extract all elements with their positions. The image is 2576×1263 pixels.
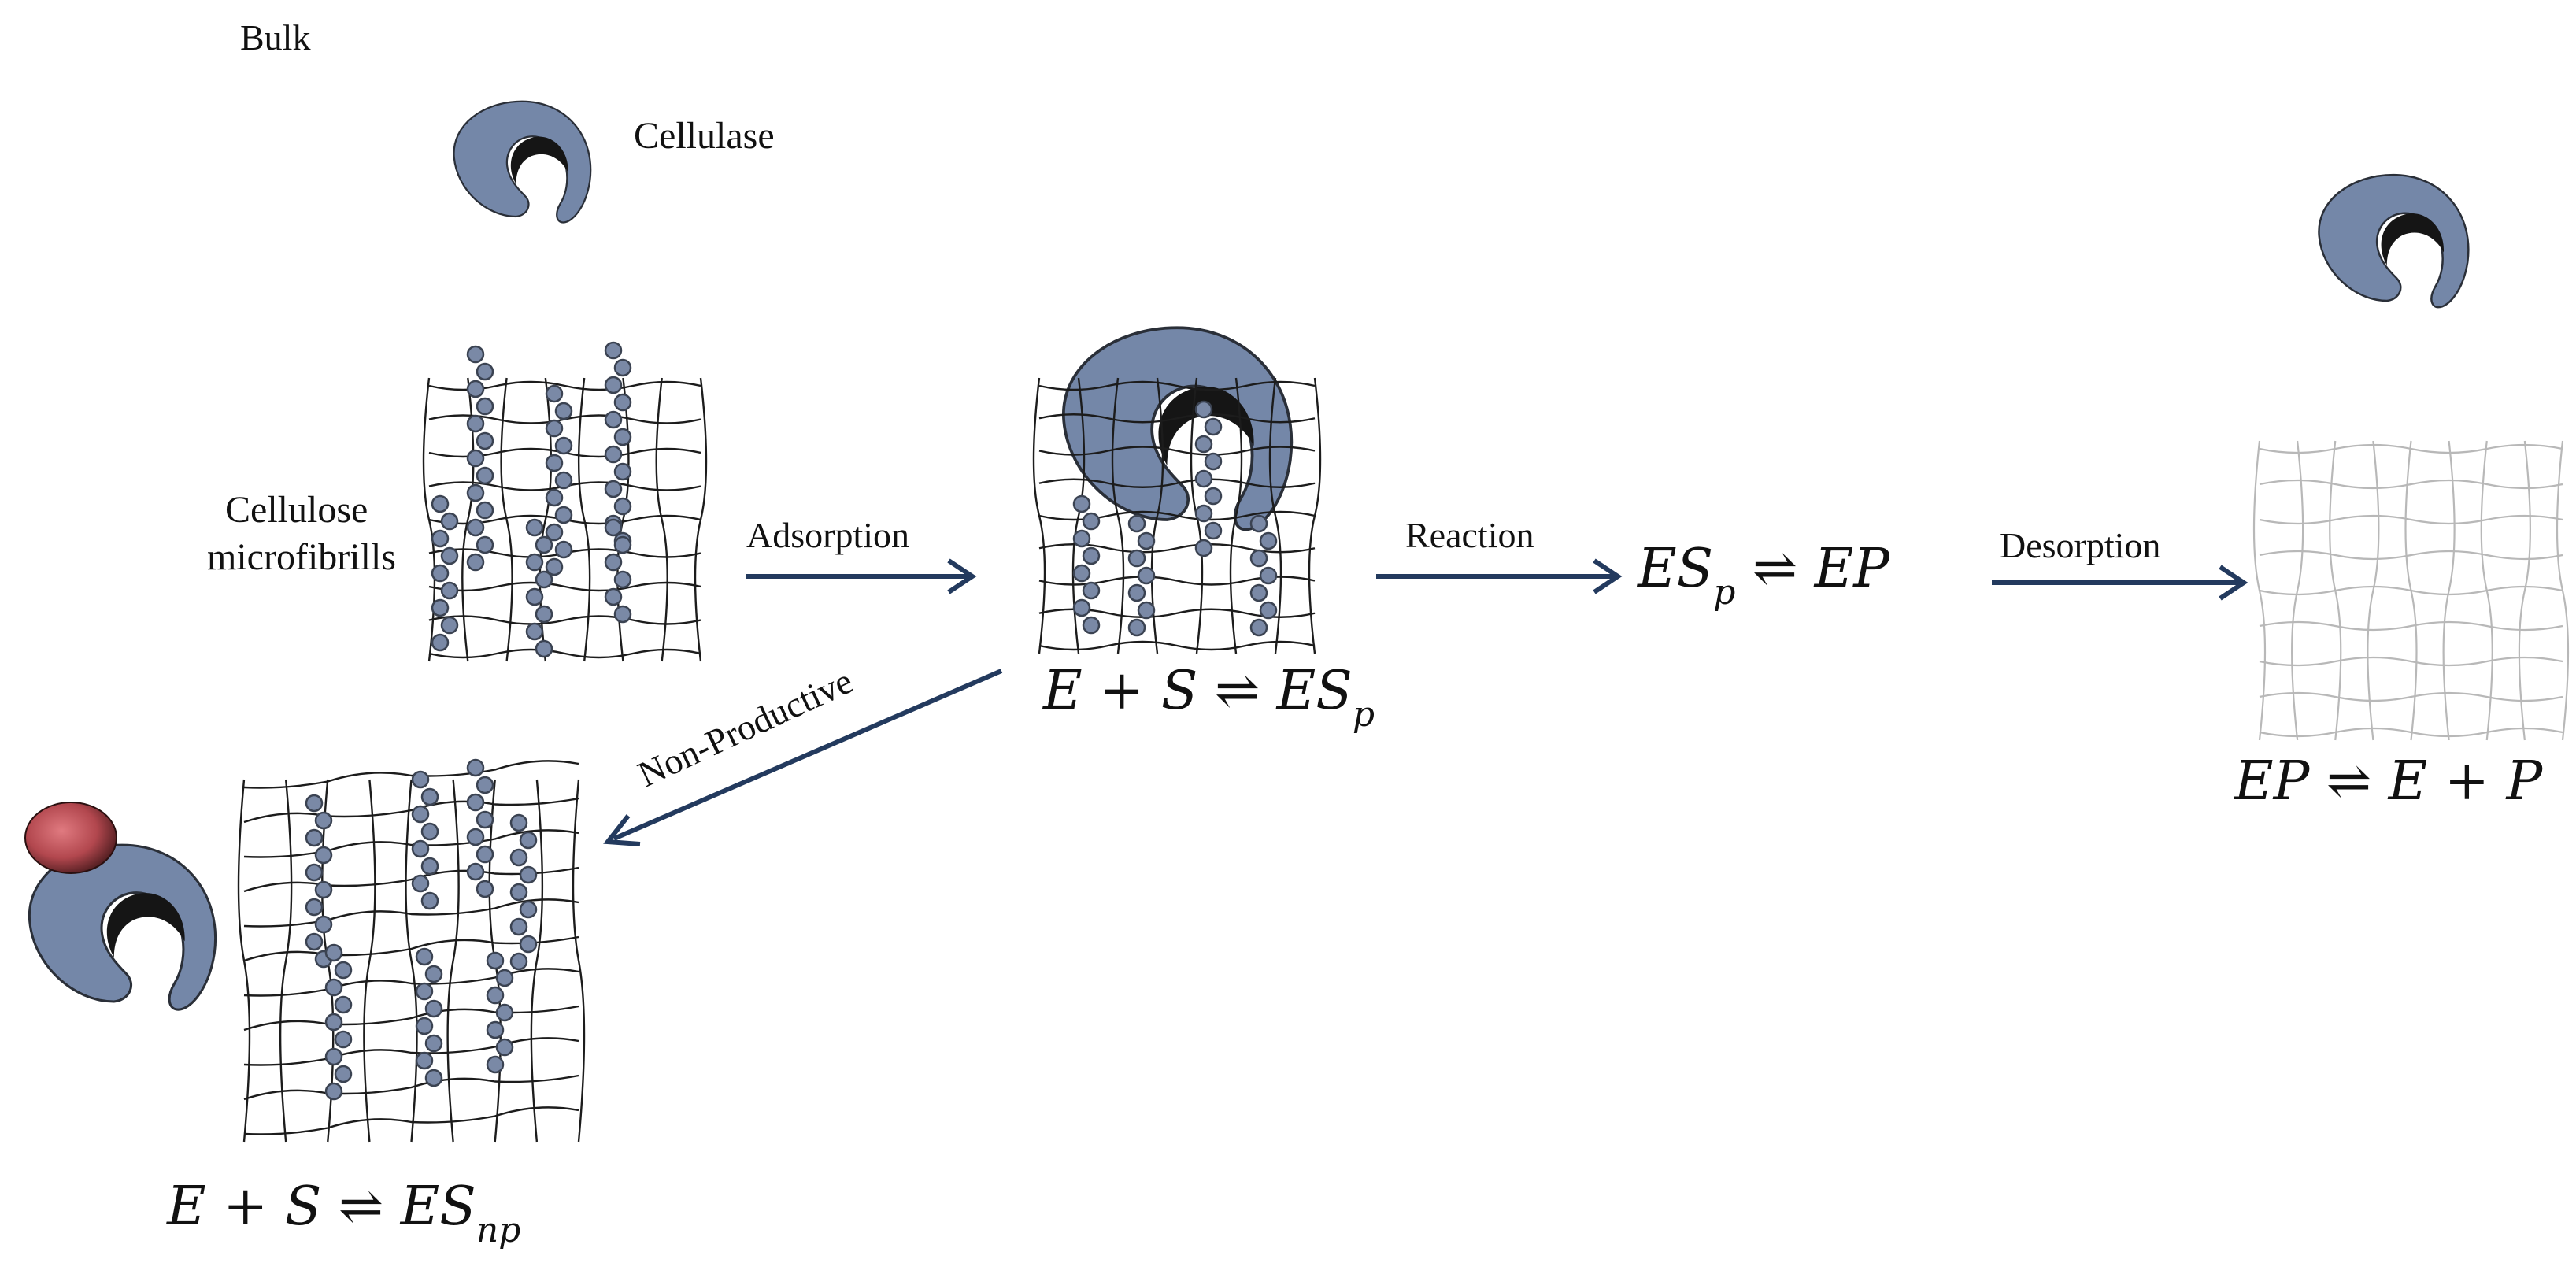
reaction-label: Reaction: [1405, 515, 1534, 555]
cellulase-label: Cellulase: [634, 115, 775, 157]
non-productive-label: Non-Productive: [632, 661, 859, 794]
bound-cellulase-enzyme-icon: [1061, 326, 1294, 531]
equation-adsorption: E + S ⇌ ESp: [1042, 660, 1375, 735]
equation-reaction: ESp ⇌ EP: [1636, 538, 1890, 613]
adsorption-arrow: [746, 558, 977, 594]
cellulose-microfibril-icon: [422, 341, 708, 662]
desorption-arrow: [1992, 565, 2248, 601]
cellulose-label-line2: microfibrills: [207, 536, 396, 578]
hydrolyzed-cellulose-icon: [2252, 440, 2570, 741]
non-productive-arrow: [603, 669, 1003, 846]
adsorption-label: Adsorption: [746, 515, 909, 555]
inhibitor-icon: [24, 802, 117, 874]
released-cellulase-enzyme-icon: [2318, 173, 2470, 309]
equation-desorption: EP ⇌ E + P: [2233, 750, 2543, 813]
reaction-arrow: [1376, 558, 1623, 594]
bulk-label: Bulk: [240, 17, 310, 57]
adsorbed-cellulose-icon: [1032, 377, 1322, 654]
desorption-label: Desorption: [2000, 525, 2160, 565]
equation-non-productive: E + S ⇌ ESnp: [165, 1176, 520, 1250]
cellulase-enzyme-icon: [453, 100, 592, 224]
non-productive-cellulose-icon: [237, 758, 586, 1143]
cellulose-label-line1: Cellulose: [225, 489, 368, 531]
